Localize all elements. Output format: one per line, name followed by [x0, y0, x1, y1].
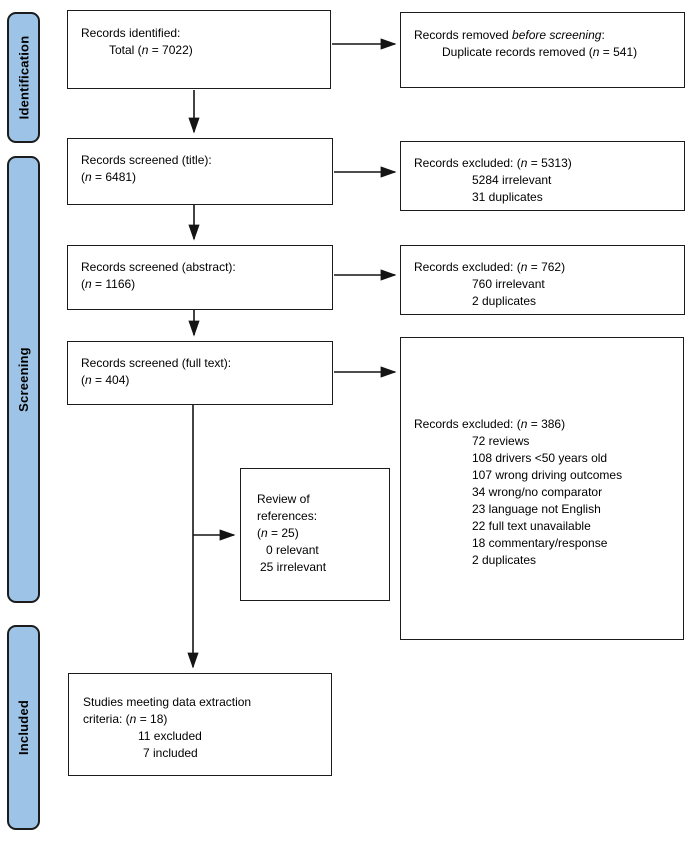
review-item: 0 relevant [266, 543, 319, 557]
records-identified-title: Records identified: [81, 26, 181, 40]
criteria-pre: criteria: ( [83, 712, 130, 726]
total-post: = 7022) [148, 43, 193, 57]
n-post: = 1166) [91, 277, 136, 291]
n-pre: ( [81, 373, 85, 387]
box-excluded-fulltext: Records excluded: (n = 386) 72 reviews 1… [400, 337, 684, 640]
excluded-abstract-item: 2 duplicates [472, 294, 537, 308]
italic-n: n [261, 526, 268, 540]
screened-fulltext-n: (n = 404) [81, 372, 326, 389]
stage-included-label: Included [16, 699, 31, 756]
stage-screening: Screening [7, 156, 40, 603]
head-post: = 386) [527, 417, 566, 431]
criteria-post: = 18) [136, 712, 168, 726]
review-n: (n = 25) [257, 525, 383, 542]
excluded-fulltext-item: 2 duplicates [472, 553, 537, 567]
italic-n: n [520, 156, 528, 170]
box-screened-abstract: Records screened (abstract): (n = 1166) [67, 245, 333, 310]
excluded-title-item: 31 duplicates [472, 190, 543, 204]
box-records-removed: Records removed before screening: Duplic… [400, 12, 685, 88]
box-records-identified: Records identified: Total (n = 7022) [67, 10, 331, 89]
studies-item: 11 excluded [138, 729, 202, 743]
box-studies-meeting-criteria: Studies meeting data extraction criteria… [68, 673, 332, 776]
dup-pre: Duplicate records removed ( [442, 45, 593, 59]
excluded-abstract-head: Records excluded: (n = 762) [414, 259, 678, 276]
screened-abstract-n: (n = 1166) [81, 276, 326, 293]
head-pre: Records excluded: ( [414, 156, 521, 170]
excluded-abstract-item: 760 irrelevant [472, 277, 545, 291]
excluded-fulltext-item: 72 reviews [472, 434, 530, 448]
italic-n: n [129, 712, 137, 726]
screened-title-n: (n = 6481) [81, 169, 326, 186]
excluded-fulltext-head: Records excluded: (n = 386) [414, 416, 677, 433]
removed-italic: before screening [512, 28, 602, 42]
stage-included: Included [7, 625, 40, 830]
review-line2: references: [257, 509, 318, 523]
removed-post: : [601, 28, 605, 42]
stage-identification: Identification [7, 12, 40, 143]
box-screened-fulltext: Records screened (full text): (n = 404) [67, 341, 333, 405]
head-post: = 5313) [527, 156, 572, 170]
box-excluded-abstract: Records excluded: (n = 762) 760 irreleva… [400, 245, 685, 315]
n-post: = 404) [91, 373, 130, 387]
excluded-title-head: Records excluded: (n = 5313) [414, 155, 678, 172]
head-pre: Records excluded: ( [414, 260, 521, 274]
box-excluded-title: Records excluded: (n = 5313) 5284 irrele… [400, 141, 685, 211]
italic-n: n [592, 45, 600, 59]
head-post: = 762) [527, 260, 566, 274]
italic-n: n [85, 373, 92, 387]
excluded-fulltext-item: 107 wrong driving outcomes [472, 468, 623, 482]
removed-pre: Records removed [414, 28, 513, 42]
italic-n: n [520, 260, 528, 274]
stage-screening-label: Screening [16, 347, 31, 412]
screened-abstract-label: Records screened (abstract): [81, 260, 236, 274]
screened-title-label: Records screened (title): [81, 153, 212, 167]
excluded-fulltext-item: 23 language not English [472, 502, 601, 516]
excluded-fulltext-item: 22 full text unavailable [472, 519, 591, 533]
dup-post: = 541) [599, 45, 638, 59]
excluded-title-item: 5284 irrelevant [472, 173, 552, 187]
total-pre: Total ( [109, 43, 142, 57]
records-removed-title: Records removed before screening: [414, 27, 678, 44]
studies-item: 7 included [143, 746, 198, 760]
n-post: = 25) [267, 526, 299, 540]
duplicates-removed: Duplicate records removed (n = 541) [414, 44, 678, 61]
n-pre: ( [81, 277, 85, 291]
n-post: = 6481) [91, 170, 137, 184]
excluded-fulltext-item: 18 commentary/response [472, 536, 608, 550]
n-pre: ( [257, 526, 261, 540]
box-screened-title: Records screened (title): (n = 6481) [67, 138, 333, 205]
box-review-references: Review of references: (n = 25) 0 relevan… [240, 468, 390, 601]
italic-n: n [520, 417, 528, 431]
excluded-fulltext-item: 34 wrong/no comparator [472, 485, 603, 499]
review-line1: Review of [257, 492, 310, 506]
screened-fulltext-label: Records screened (full text): [81, 356, 232, 370]
records-identified-total: Total (n = 7022) [81, 42, 324, 59]
excluded-fulltext-item: 108 drivers <50 years old [472, 451, 608, 465]
head-pre: Records excluded: ( [414, 417, 521, 431]
n-pre: ( [81, 170, 85, 184]
italic-n: n [85, 170, 92, 184]
studies-line2: criteria: (n = 18) [83, 711, 325, 728]
studies-line1: Studies meeting data extraction [83, 695, 252, 709]
italic-n: n [141, 43, 149, 57]
stage-identification-label: Identification [16, 35, 32, 120]
review-item: 25 irrelevant [260, 560, 327, 574]
italic-n: n [85, 277, 92, 291]
